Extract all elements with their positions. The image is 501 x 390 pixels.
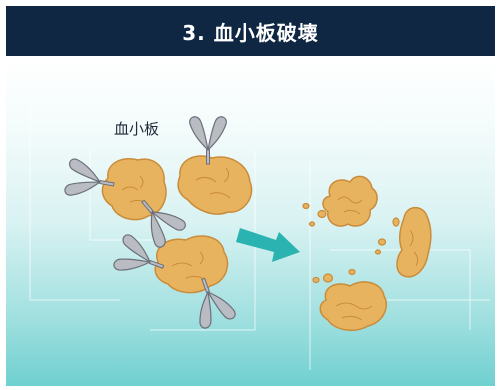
platelet-bottom [154,235,229,294]
platelet-fragments [302,202,400,284]
arrow-right-icon [236,228,300,262]
platelet-label: 血小板 [114,120,160,138]
page-title: 3. 血小板破壊 [182,20,319,45]
platelet-top-left [101,158,167,221]
destroyed-platelet-right [396,206,432,278]
title-banner: 3. 血小板破壊 [6,6,495,56]
destroyed-platelet-bottom [319,281,388,332]
platelet-top-right [177,155,253,215]
destroyed-platelet-top [322,175,378,227]
